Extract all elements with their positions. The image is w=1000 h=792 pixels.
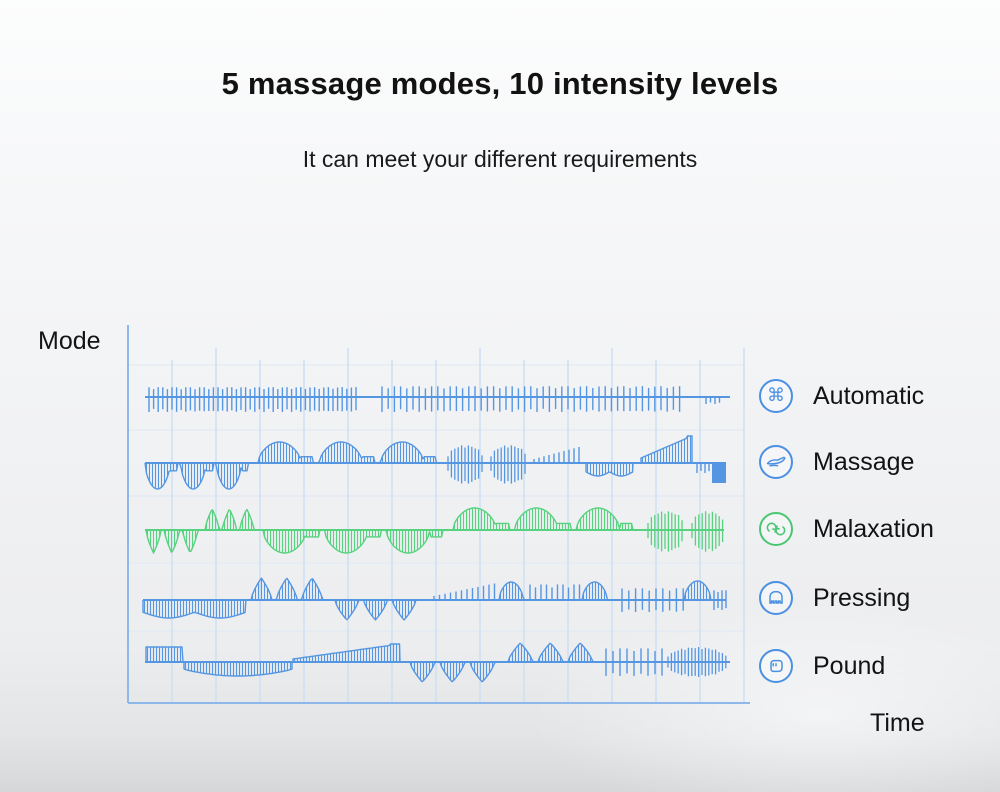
legend-label: Malaxation bbox=[813, 514, 934, 543]
legend-item-pound: Pound bbox=[759, 649, 885, 683]
legend-label: Automatic bbox=[813, 381, 925, 410]
legend-item-automatic: ⌘ Automatic bbox=[759, 379, 924, 413]
command-icon: ⌘ bbox=[759, 379, 793, 413]
page-title: 5 massage modes, 10 intensity levels bbox=[221, 66, 779, 101]
legend-item-pressing: Pressing bbox=[759, 581, 910, 615]
legend-label: Massage bbox=[813, 447, 915, 476]
legend-label: Pound bbox=[813, 651, 886, 680]
knead-rotate-icon bbox=[759, 512, 793, 546]
gliding-hand-icon bbox=[759, 445, 793, 479]
palm-press-icon bbox=[759, 581, 793, 615]
legend-item-malaxation: Malaxation bbox=[759, 512, 934, 546]
legend-item-massage: Massage bbox=[759, 445, 914, 479]
y-axis-label-mode: Mode bbox=[38, 327, 101, 355]
fist-icon bbox=[759, 649, 793, 683]
legend-label: Pressing bbox=[813, 583, 911, 612]
page-subtitle: It can meet your different requirements bbox=[302, 146, 698, 172]
x-axis-label-time: Time bbox=[870, 709, 925, 737]
